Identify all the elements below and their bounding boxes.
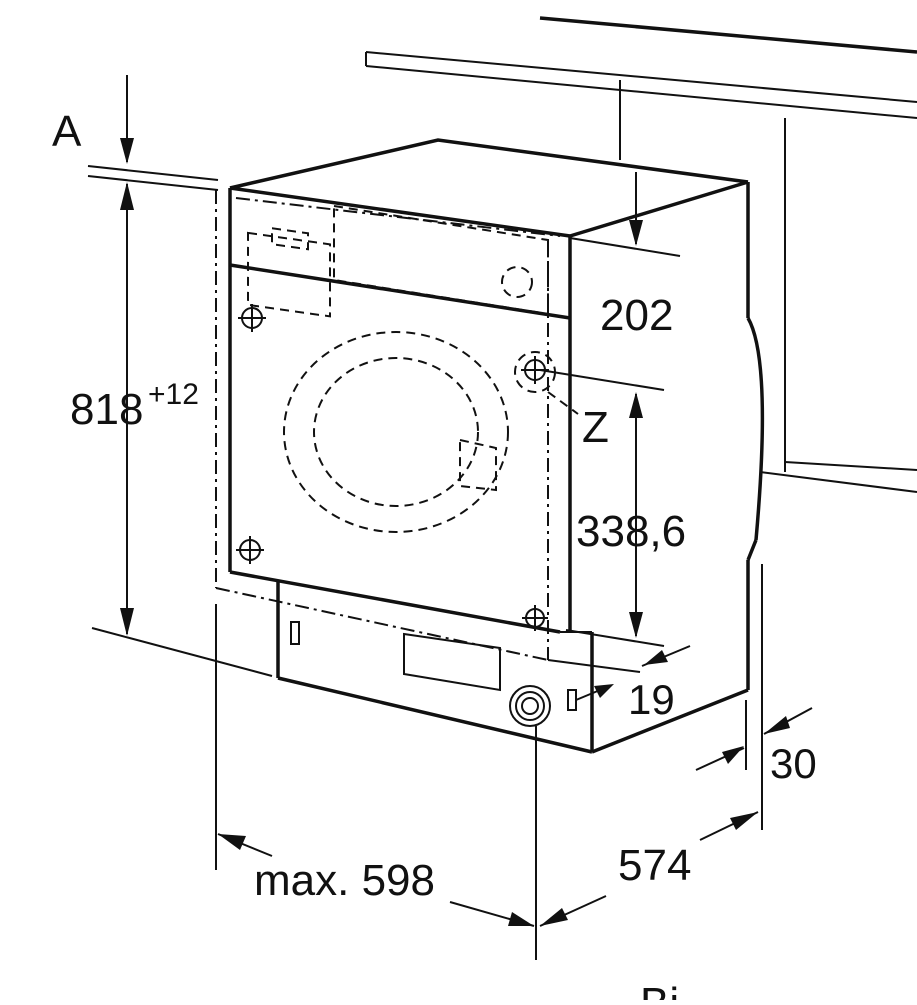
fixing-point-top-left [238,304,266,332]
dimension-202: 202 [569,172,681,340]
label-a: A [52,107,82,156]
label-z: Z [582,403,609,452]
dimension-width: max. 598 [215,604,537,960]
caption-partial: Bi [640,979,679,1000]
plinth-setback: 19 [628,676,675,723]
max-width: max. 598 [254,856,435,905]
fixing-point-bottom-right [522,605,548,631]
hinge-offset: 338,6 [576,507,686,556]
dimension-height: 818 +12 [70,175,273,677]
depth: 574 [618,841,691,890]
height-value: 818 [70,385,143,434]
washing-machine-body [228,138,765,754]
drain-connector [509,685,551,727]
worktop [365,16,917,493]
rear-gap: 30 [770,740,817,787]
dimension-338: Z 338,6 [539,369,686,647]
dimension-a: A [52,75,219,181]
dimension-19: 19 [547,645,691,723]
fixing-point-bottom-left [236,536,264,564]
depth-top: 202 [600,291,673,340]
niche-outline [215,190,561,661]
dimension-30: 30 [695,564,817,830]
height-tolerance: +12 [148,378,199,411]
dimension-depth: 574 [539,811,759,927]
